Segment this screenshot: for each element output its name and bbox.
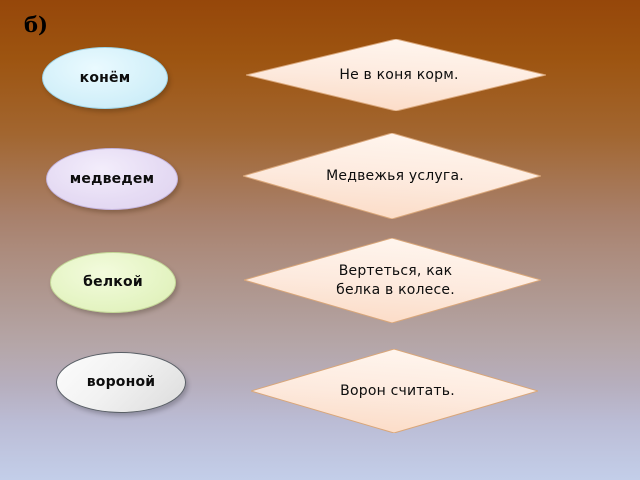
word-ellipse-label: вороной	[86, 374, 156, 391]
word-ellipse-label: белкой	[83, 274, 143, 291]
phrase-diamond-vertetsya-kak-belka-v-kolese[interactable]: Вертеться, как белка в колесе.	[244, 238, 541, 323]
phrase-diamond-label: Вертеться, как белка в колесе.	[336, 263, 455, 298]
word-ellipse-medvedem[interactable]: медведем	[46, 148, 178, 210]
diamond-shape-icon	[244, 238, 541, 323]
phrase-diamond-ne-v-konya-korm[interactable]: Не в коня корм.	[246, 39, 546, 111]
diamond-shape-icon	[243, 133, 541, 219]
word-ellipse-label: конём	[79, 69, 131, 86]
word-ellipse-konem[interactable]: конём	[42, 47, 168, 109]
diamond-shape-icon	[251, 349, 538, 433]
phrase-diamond-voron-schitat[interactable]: Ворон считать.	[251, 349, 538, 433]
word-ellipse-label: медведем	[69, 170, 155, 187]
phrase-diamond-label: Медвежья услуга.	[326, 167, 464, 184]
phrase-diamond-medvezhya-usluga[interactable]: Медвежья услуга.	[243, 133, 541, 219]
diamond-shape-icon	[246, 39, 546, 111]
slide-label: б)	[24, 12, 48, 37]
phrase-diamond-label: Ворон считать.	[340, 382, 455, 399]
phrase-diamond-label: Не в коня корм.	[339, 66, 459, 83]
word-ellipse-belkoy[interactable]: белкой	[50, 252, 176, 313]
word-ellipse-voronoy[interactable]: вороной	[56, 352, 186, 413]
